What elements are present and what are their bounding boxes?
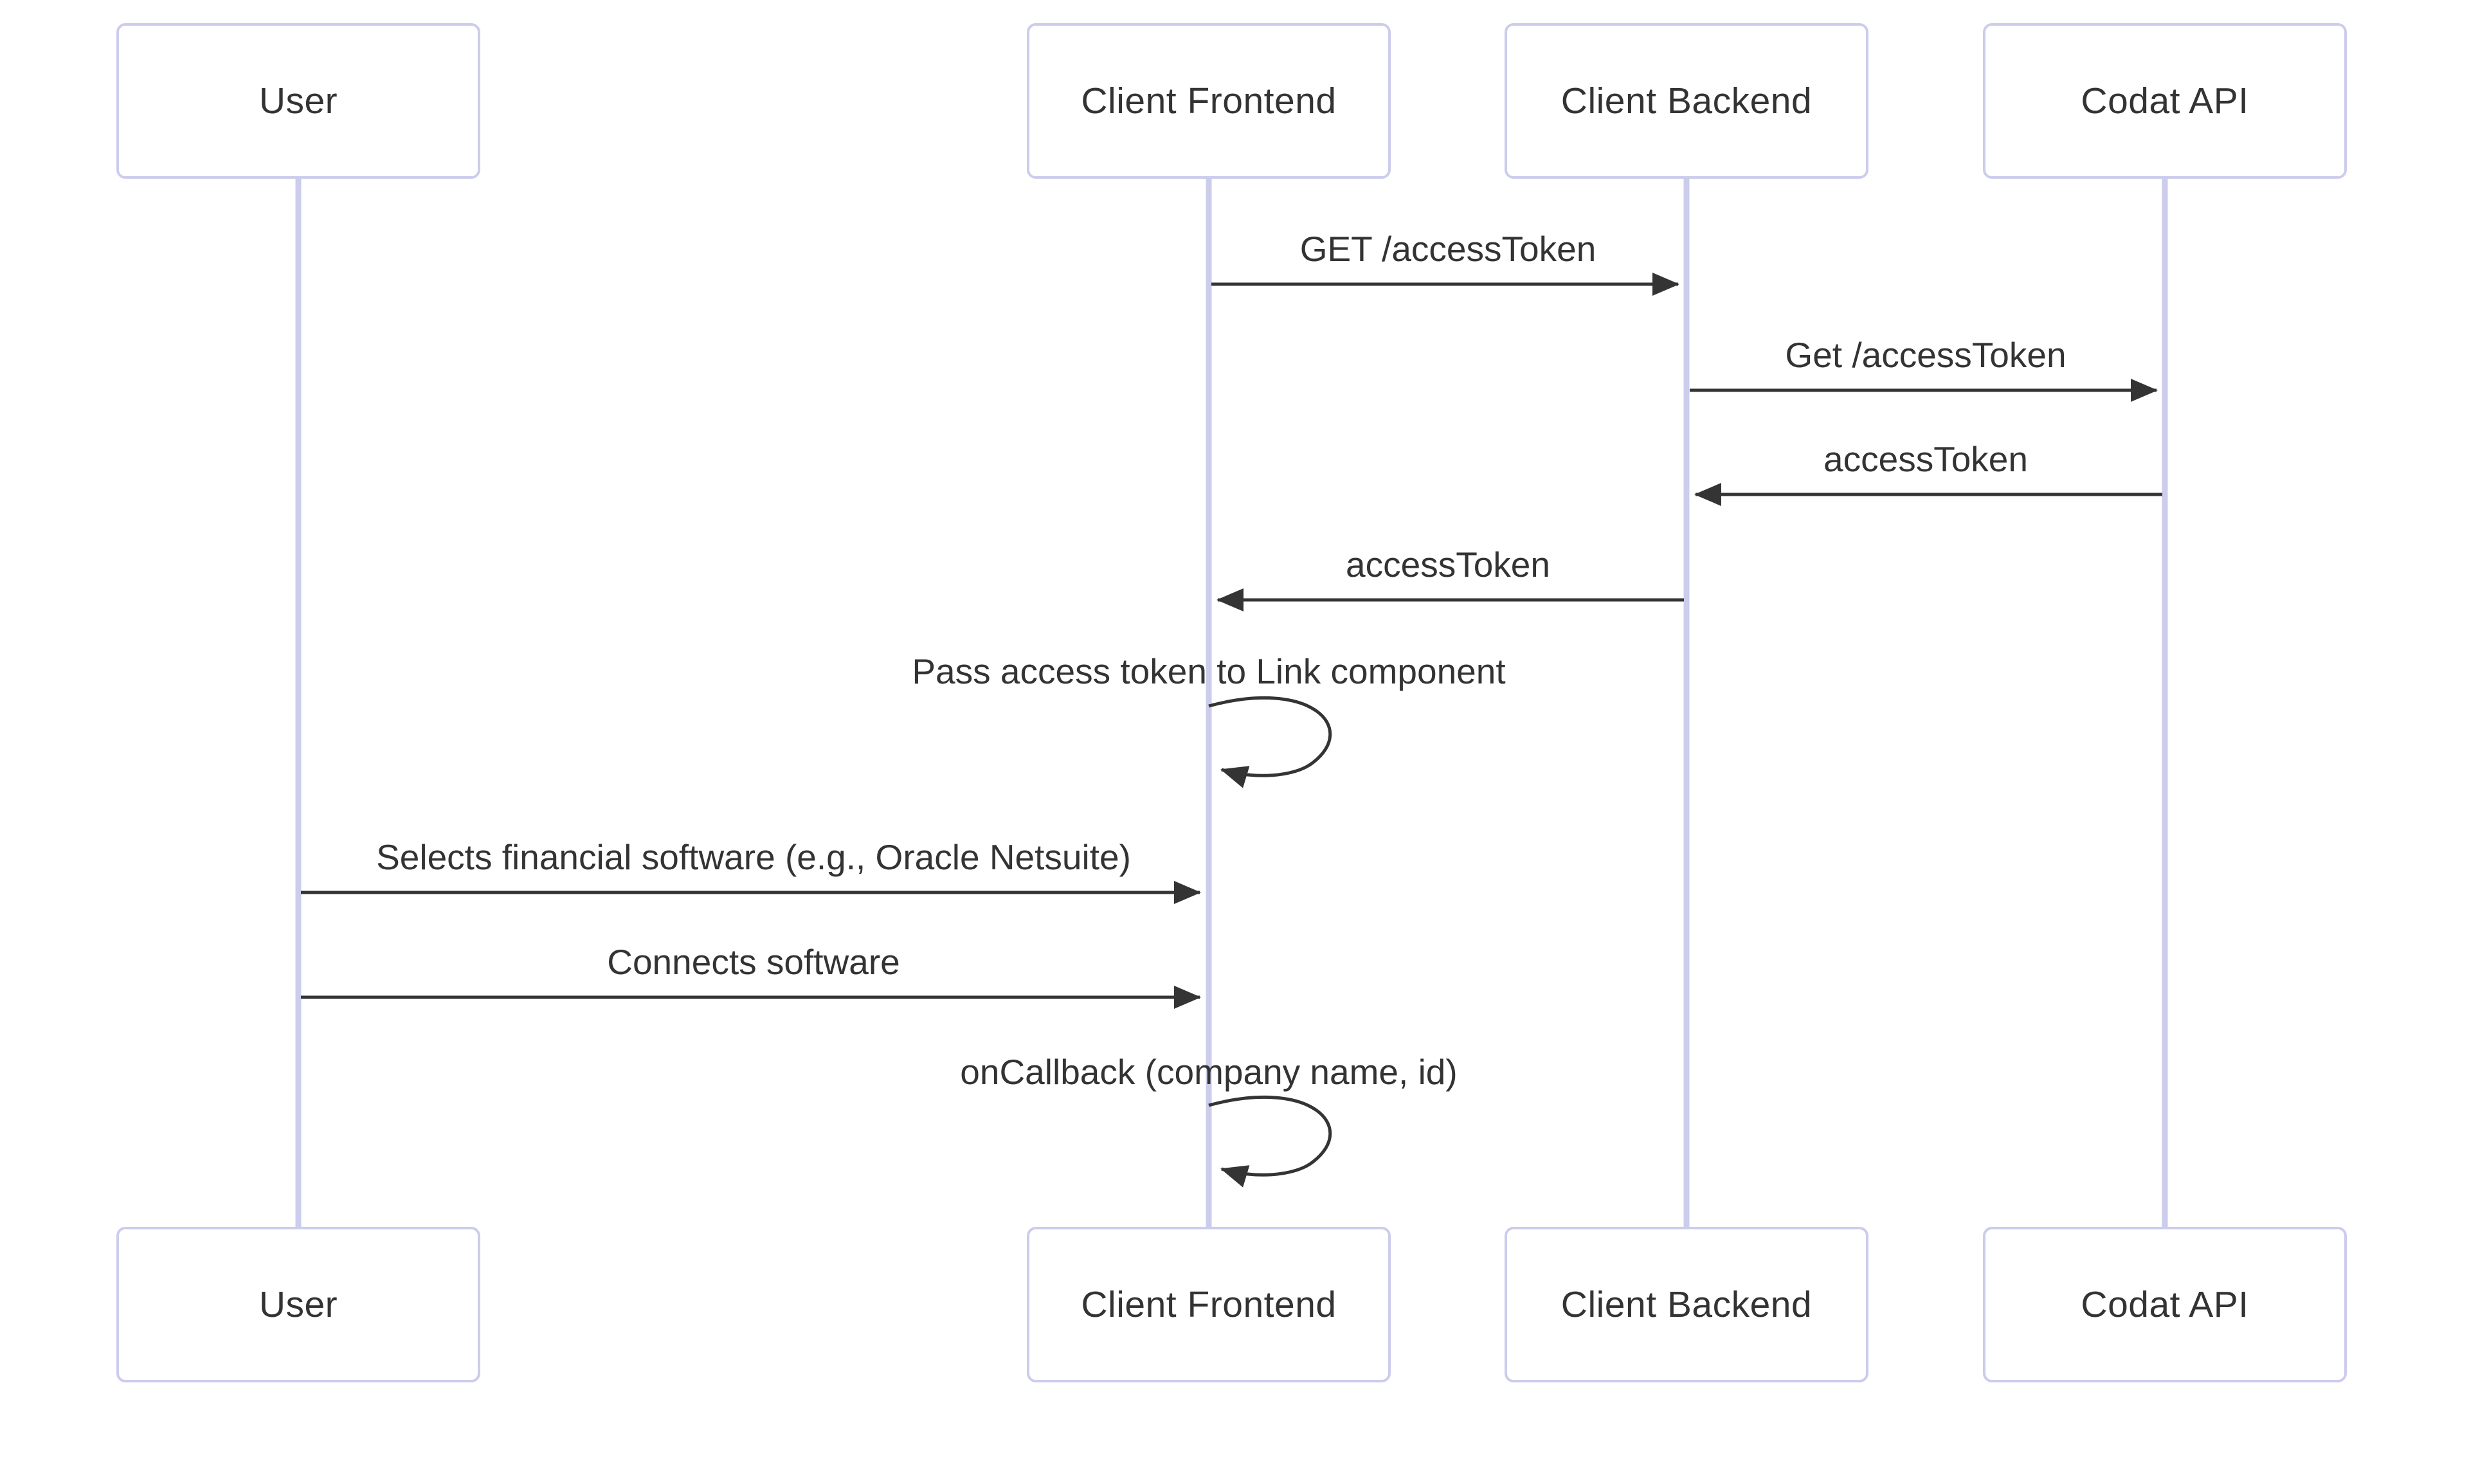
actor-box-codat-api-bottom: Codat API [1983, 1227, 2347, 1382]
actor-label-codat-api: Codat API [2081, 80, 2249, 122]
message-label-pass-access-token: Pass access token to Link component [912, 651, 1506, 691]
message-label-get-accesstoken-api: Get /accessToken [1785, 335, 2067, 375]
actor-label-client-frontend: Client Frontend [1081, 1284, 1337, 1325]
message-label-accesstoken-return: accessToken [1823, 439, 2028, 479]
actor-box-client-frontend-bottom: Client Frontend [1027, 1227, 1391, 1382]
actor-label-client-backend: Client Backend [1560, 80, 1813, 122]
message-label-oncallback: onCallback (company name, id) [960, 1052, 1458, 1092]
actor-box-client-backend-top: Client Backend [1505, 23, 1868, 179]
message-label-connects-software: Connects software [607, 942, 900, 982]
actor-label-user: User [258, 1284, 338, 1325]
message-label-selects-software: Selects financial software (e.g., Oracle… [376, 837, 1131, 877]
self-loop-oncallback [1208, 1095, 1332, 1188]
actor-label-user: User [258, 80, 338, 122]
actor-label-client-frontend: Client Frontend [1081, 80, 1337, 122]
self-loop-pass-access-token [1208, 696, 1332, 788]
message-label-accesstoken-frontend: accessToken [1346, 545, 1550, 584]
actor-box-user-top: User [116, 23, 480, 179]
actor-box-codat-api-top: Codat API [1983, 23, 2347, 179]
actor-box-client-backend-bottom: Client Backend [1505, 1227, 1868, 1382]
actor-label-codat-api: Codat API [2081, 1284, 2249, 1325]
actor-box-client-frontend-top: Client Frontend [1027, 23, 1391, 179]
message-label-get-accesstoken: GET /accessToken [1299, 229, 1596, 269]
actor-label-client-backend: Client Backend [1560, 1284, 1813, 1325]
actor-box-user-bottom: User [116, 1227, 480, 1382]
